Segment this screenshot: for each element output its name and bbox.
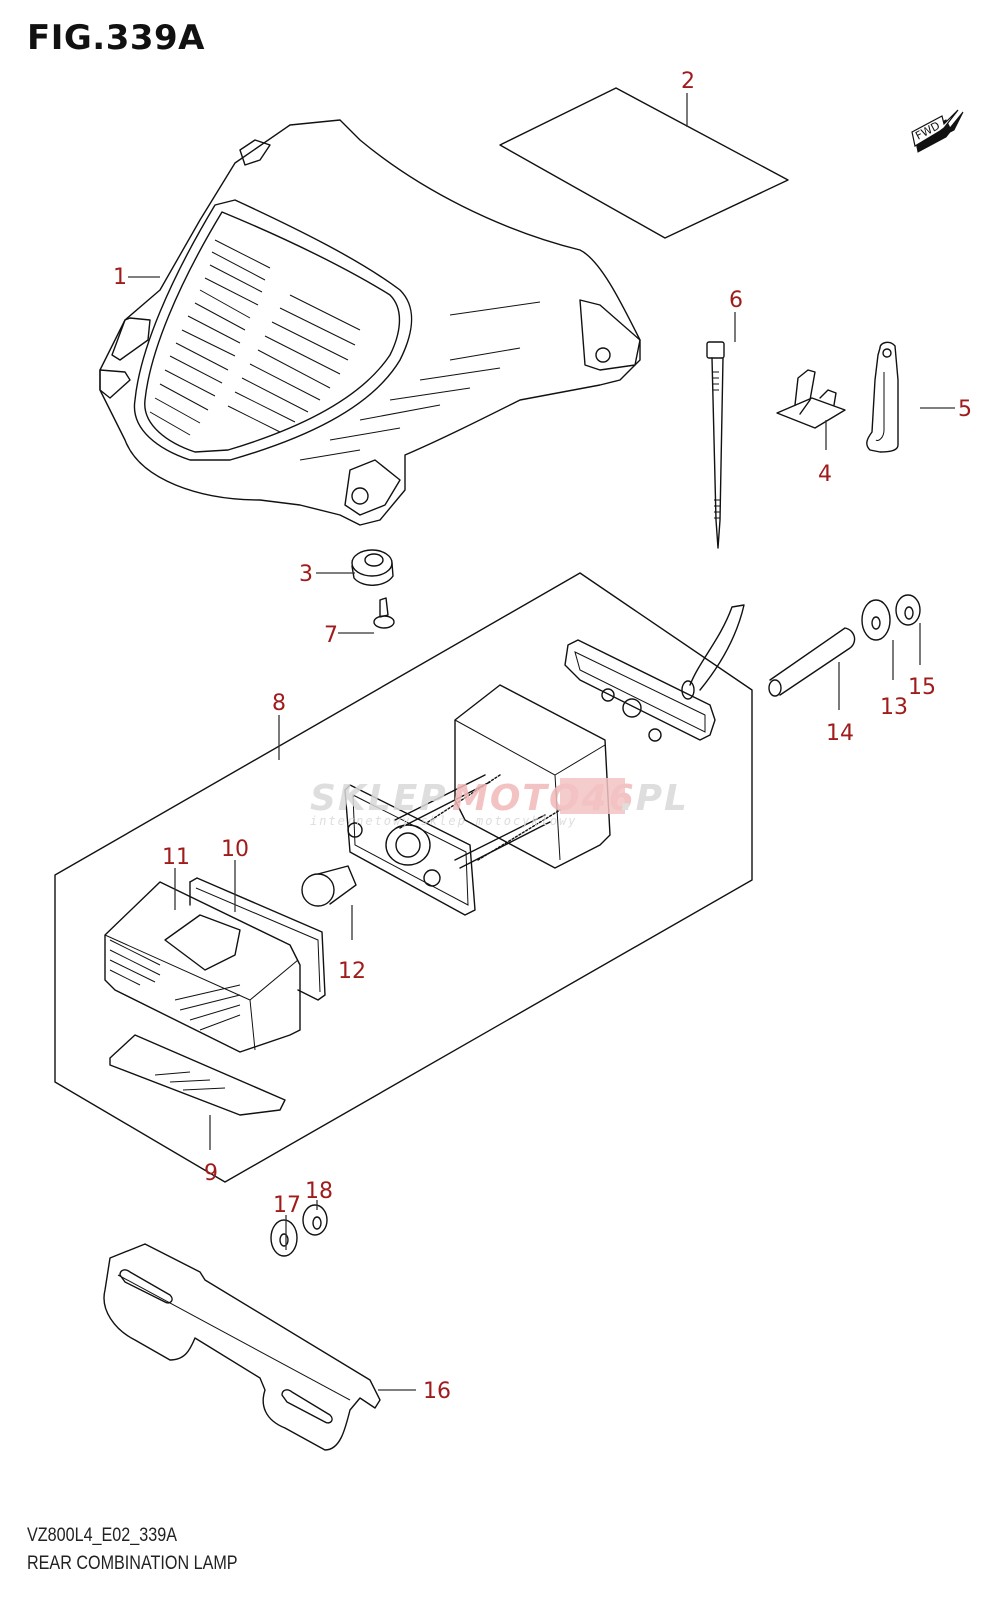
part-2-sheet[interactable] (499, 87, 789, 239)
watermark-tagline: internetowy sklep motocyklowy (310, 814, 578, 828)
part-8-assembly-outline (54, 572, 753, 1183)
watermark-part2: MOTO46 (452, 778, 636, 819)
figure-title: FIG.339A (27, 18, 205, 58)
callout-4: 4 (818, 462, 832, 487)
callout-1: 1 (113, 265, 127, 290)
part-4-clamp[interactable] (776, 369, 846, 429)
part-14-spacer[interactable] (768, 627, 856, 697)
callout-13: 13 (880, 695, 908, 720)
part-13-washer[interactable] (861, 599, 891, 641)
part-7-screw[interactable] (373, 597, 395, 629)
part-screws[interactable] (427, 774, 561, 861)
callout-16: 16 (423, 1379, 451, 1404)
figure-code: VZ800L4_E02_339A (27, 1525, 177, 1546)
leader-lines (128, 93, 955, 1391)
callout-6: 6 (729, 288, 743, 313)
fwd-arrow-icon: FWD (911, 109, 964, 153)
part-5-clamp-band[interactable] (866, 341, 899, 453)
part-lamp-body[interactable] (454, 684, 611, 869)
part-socket[interactable] (344, 774, 551, 916)
callout-labels: 1 2 3 4 5 6 7 8 9 10 11 12 13 14 15 16 1… (113, 69, 972, 1404)
callout-8: 8 (272, 691, 286, 716)
callout-15: 15 (908, 675, 936, 700)
callout-18: 18 (305, 1179, 333, 1204)
watermark: SKLEP MOTO46 .PL internetowy sklep motoc… (310, 778, 689, 828)
callout-10: 10 (221, 837, 249, 862)
figure-name: REAR COMBINATION LAMP (27, 1553, 238, 1574)
part-11-lens[interactable] (104, 881, 301, 1053)
watermark-part1: SKLEP (310, 778, 448, 819)
part-12-bulb[interactable] (301, 865, 357, 907)
part-15-nut[interactable] (895, 594, 921, 626)
callout-11: 11 (162, 845, 190, 870)
part-6-cable-tie[interactable] (706, 341, 725, 549)
part-10-gasket[interactable] (189, 877, 326, 1001)
callout-17: 17 (273, 1193, 301, 1218)
part-18-nut[interactable] (302, 1204, 328, 1236)
part-9-lens-plate[interactable] (109, 1034, 286, 1116)
watermark-part3: .PL (620, 778, 689, 819)
callout-9: 9 (204, 1161, 218, 1186)
callout-2: 2 (681, 69, 695, 94)
part-1-lamp-housing[interactable] (99, 119, 641, 526)
callout-12: 12 (338, 959, 366, 984)
part-3-grommet[interactable] (351, 549, 394, 586)
callout-3: 3 (299, 562, 313, 587)
part-rear-case[interactable] (564, 604, 745, 742)
part-17-washer[interactable] (270, 1219, 298, 1257)
callout-7: 7 (324, 623, 338, 648)
callout-14: 14 (826, 721, 854, 746)
part-16-bracket[interactable] (103, 1243, 381, 1451)
callout-5: 5 (958, 397, 972, 422)
